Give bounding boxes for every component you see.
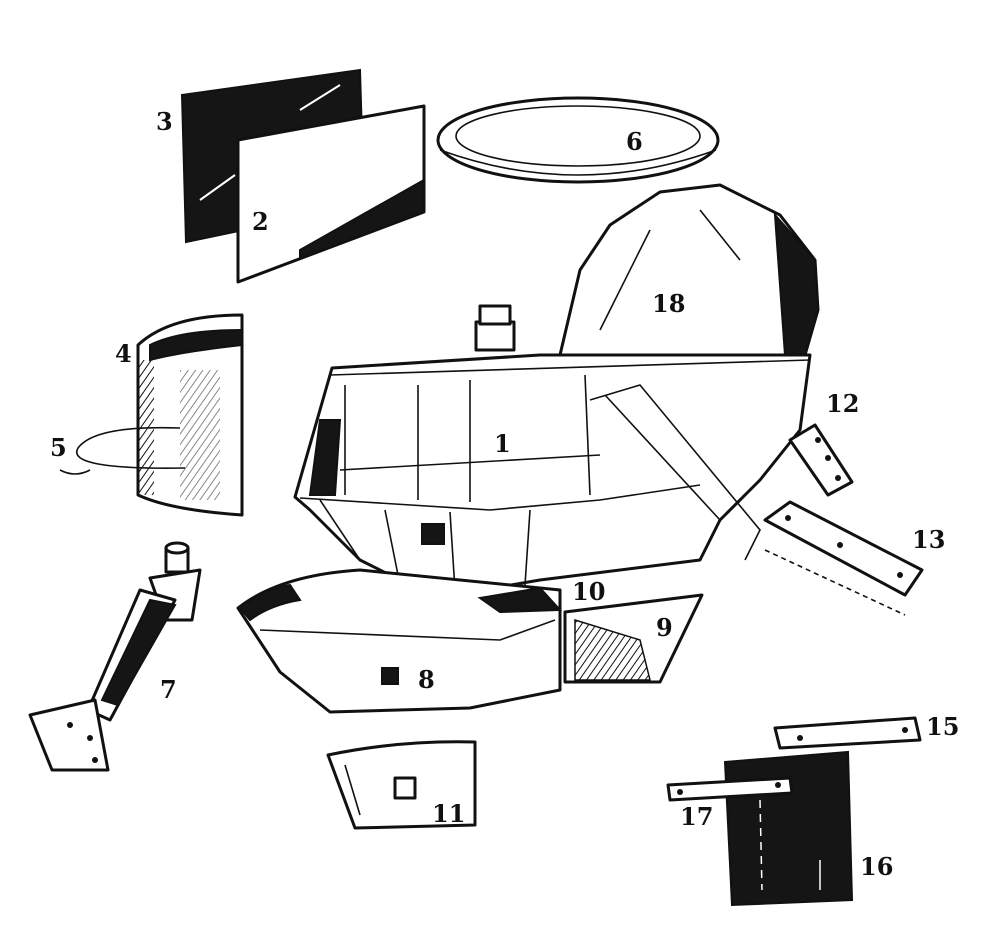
callout-15: 15 xyxy=(926,712,959,741)
part-12-small-bracket xyxy=(788,423,854,497)
part-13-long-bracket xyxy=(763,500,924,616)
callout-1: 1 xyxy=(494,429,511,458)
callout-11: 11 xyxy=(432,799,465,828)
callout-7: 7 xyxy=(160,675,177,704)
callout-12: 12 xyxy=(826,389,859,418)
callout-10: 10 xyxy=(572,577,605,606)
callout-18: 18 xyxy=(652,289,685,318)
part-4-cylinder xyxy=(136,313,244,517)
part-6-ring xyxy=(436,96,720,184)
callout-5: 5 xyxy=(50,433,67,462)
part-16-dark-plate xyxy=(723,750,854,907)
callout-4: 4 xyxy=(115,339,132,368)
callout-3: 3 xyxy=(156,107,173,136)
callout-17: 17 xyxy=(680,802,713,831)
part-2-front-panel xyxy=(236,104,426,284)
callout-6: 6 xyxy=(626,127,643,156)
callout-2: 2 xyxy=(252,207,269,236)
part-8-lower-skirt xyxy=(236,568,562,714)
part-18-dome-shell xyxy=(558,183,820,357)
part-11-access-panel xyxy=(326,740,477,830)
callout-9: 9 xyxy=(656,613,673,642)
part-17-side-strip xyxy=(666,776,794,802)
part-5-handle-loop xyxy=(59,426,186,475)
part-1-main-body xyxy=(293,304,812,594)
part-9-triangular-panel xyxy=(563,593,704,684)
part-15-top-strip xyxy=(773,716,922,750)
part-10-small-wedge xyxy=(477,586,563,614)
part-7-jack-stand xyxy=(28,541,202,772)
callout-13: 13 xyxy=(912,525,945,554)
callout-8: 8 xyxy=(418,665,435,694)
callout-16: 16 xyxy=(860,852,893,881)
